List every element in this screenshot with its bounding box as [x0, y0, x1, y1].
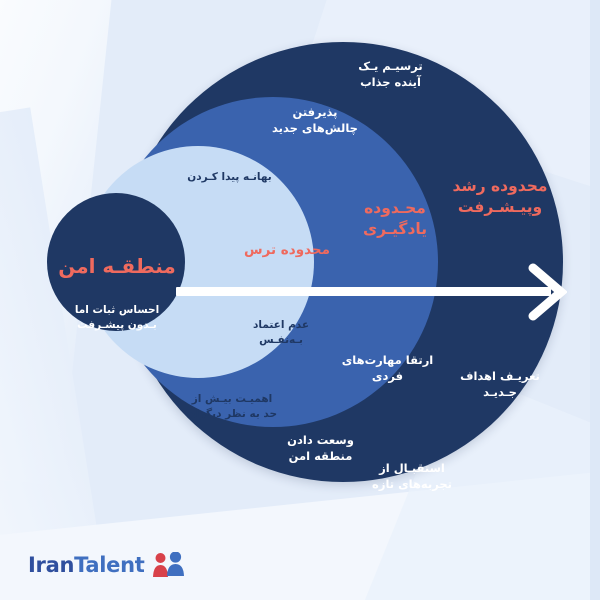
brand-wordmark: IranTalent [28, 553, 145, 577]
brand-logo[interactable]: IranTalent [28, 552, 186, 578]
zone-learning-title-line2: یادگیـری [362, 219, 428, 238]
learning-item-expand-comfort-line1: وسعت دادن [287, 433, 354, 447]
fear-item-excuses-line1: بهانـه پیدا کـردن [187, 171, 272, 183]
fear-item-others-opinion-line1: اهمیـت بیـش از [191, 393, 273, 405]
two-people-icon [152, 552, 184, 577]
growth-item-new-goals: تعریـف اهداف جـدیـد [430, 368, 570, 401]
growth-item-vision-line2: آینده جذاب [360, 75, 421, 90]
zone-growth-title: محدوده رشد وپیـشـرفت [430, 176, 570, 218]
fear-item-low-confidence-line1: عدم اعتماد [252, 319, 310, 331]
growth-item-new-experiences: استقبـال از تجربه‌های تازه [337, 460, 487, 493]
zone-fear-title: محدوده ترس [228, 241, 346, 259]
progress-arrow-shaft [176, 287, 551, 296]
learning-item-challenges-line2: چالش‌های جدید [272, 121, 358, 136]
learning-item-skills-line2: فردی [371, 369, 404, 384]
fear-item-low-confidence: عدم اعتماد بـه‌نفـس [222, 318, 340, 348]
growth-item-new-experiences-line2: تجربه‌های تازه [372, 477, 452, 492]
comfort-item-stability-line1: احساس ثبات اما [74, 304, 160, 316]
background-shape-bottom [0, 461, 600, 600]
arrow-right-icon [528, 263, 567, 321]
zone-fear-title-line1: محدوده ترس [244, 242, 330, 258]
background-edge-right [590, 0, 600, 600]
learning-item-expand-comfort-line2: منطقه امن [288, 449, 353, 464]
zone-learning-title-line1: محـدوده [364, 199, 426, 217]
zone-growth-title-line1: محدوده رشد [452, 177, 548, 195]
learning-item-challenges-line1: پذیرفتن [292, 105, 338, 119]
learning-item-challenges: پذیرفتن چالش‌های جدید [245, 104, 385, 137]
fear-item-others-opinion-line2: حد به نظر دیگران [186, 407, 278, 420]
zone-growth-title-line2: وپیـشـرفت [457, 197, 543, 216]
zone-comfort-title-line1: منطقـه امن [58, 254, 176, 278]
comfort-item-stability-line2: بـدون پیشـرفت [77, 318, 157, 331]
growth-item-new-goals-line1: تعریـف اهداف [460, 369, 540, 383]
learning-item-skills: ارتقا مهارت‌های فردی [320, 352, 455, 385]
fear-item-excuses: بهانـه پیدا کـردن [152, 170, 307, 185]
growth-item-new-experiences-line1: استقبـال از [379, 461, 445, 475]
background-shape-left-lower [0, 107, 128, 600]
zone-comfort-title: منطقـه امن [52, 252, 182, 280]
zone-learning-title: محـدوده یادگیـری [340, 198, 450, 240]
growth-item-vision: ترسیـم یـک آینده جذاب [318, 58, 463, 91]
learning-item-skills-line1: ارتقا مهارت‌های [341, 353, 434, 367]
zone-comfort [47, 193, 185, 331]
brand-wordmark-talent: Talent [74, 553, 145, 577]
growth-item-new-goals-line2: جـدیـد [483, 385, 517, 400]
comfort-item-stability: احساس ثبات اما بـدون پیشـرفت [54, 303, 180, 333]
brand-wordmark-iran: Iran [28, 553, 75, 577]
growth-item-vision-line1: ترسیـم یـک [358, 59, 423, 73]
fear-item-low-confidence-line2: بـه‌نفـس [259, 333, 303, 346]
learning-item-expand-comfort: وسعت دادن منطقه امن [258, 432, 383, 465]
fear-item-others-opinion: اهمیـت بیـش از حد به نظر دیگران [152, 392, 312, 422]
